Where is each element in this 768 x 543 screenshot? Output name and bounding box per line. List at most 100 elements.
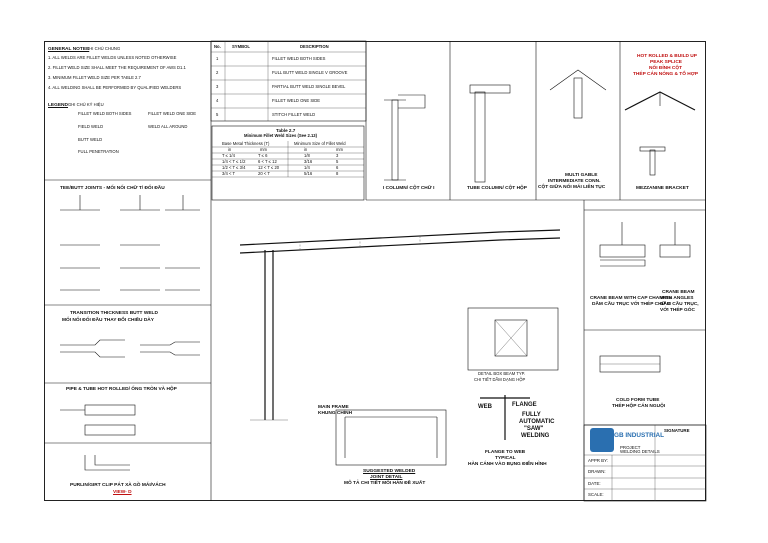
table27-title: Table 2.7	[276, 128, 296, 133]
symbol-row-no: 3	[216, 84, 219, 89]
cold-form-title: COLD FORM TUBE	[616, 398, 660, 403]
table27-unit: in	[304, 147, 308, 152]
table27-subtitle: Minimum Fillet Weld Sizes (See 2.13)	[244, 133, 317, 138]
web-label: WEB	[478, 404, 492, 410]
general-note-line: 3. MINIMUM FILLET WELD SIZE PER TABLE 2.…	[48, 75, 141, 80]
fully-auto-label: FULLY	[522, 412, 541, 418]
hot-rolled-title-vn: NỐI ĐỈNH CỘT	[649, 66, 683, 71]
transition-title-vn: MỐI NỐI ĐỐI ĐẦU THAY ĐỔI CHIỀU DÀY	[62, 318, 154, 323]
drawing-frame	[44, 41, 706, 501]
signature-label: SIGNATURE	[664, 428, 690, 433]
table27-cell: 20 < T	[258, 171, 270, 176]
symbol-row-desc: FILLET WELD ONE SIDE	[272, 98, 321, 103]
table27-cell: 3/4 < T	[222, 171, 236, 176]
symbol-row-no: 5	[216, 112, 219, 117]
mezzanine-title: MEZZANINE BRACKET	[636, 186, 689, 191]
general-notes-title-vn: GHI CHÚ CHUNG	[86, 46, 121, 51]
general-note-line: 1. ALL WELDS ARE FILLET WELDS UNLESS NOT…	[48, 55, 177, 60]
table27-cell: 6 < T ≤ 12	[258, 159, 277, 164]
crane-angle-title2: WITH ANGLES	[660, 296, 694, 301]
legend-item: FILLET WELD BOTH SIDES	[78, 111, 132, 116]
hot-rolled-title: HOT ROLLED & BUILD UP	[637, 54, 697, 59]
table27-unit: mm	[336, 147, 343, 152]
legend-title-vn: GHI CHÚ KÝ HIỆU	[68, 102, 104, 107]
i-column-title: I COLUMN/ CỘT CHỮ I	[383, 186, 435, 191]
fully-auto-label3: "SAW"	[524, 426, 544, 432]
table27-cell: 6	[336, 165, 339, 170]
crane-angle-title-vn2: VỚI THÉP GÓC	[660, 308, 695, 313]
detail-box-label: DETAIL BOX BEAM TYP.	[478, 371, 526, 376]
general-notes-title: GENERAL NOTES	[48, 47, 90, 52]
multi-gable-title-vn: CỘT GIỮA NỐI MÁI LIÊN TỤC	[538, 185, 606, 190]
multi-gable-title: MULTI GABLE	[565, 173, 598, 178]
hot-rolled-title2: PEAK SPLICE	[650, 60, 682, 65]
company-name: GB INDUSTRIAL	[614, 432, 665, 439]
view-d-label: VIEW- D	[113, 490, 132, 495]
tube-column-title: TUBE COLUMN/ CỘT HỘP	[467, 186, 527, 191]
crane-angle-title: CRANE BEAM	[662, 290, 695, 295]
table27-unit: in	[228, 147, 232, 152]
tee-butt-title: TEE/BUTT JOINTS - MỐI NỐI CHỮ T/ ĐỐI ĐẦU	[60, 186, 165, 191]
cold-form-title-vn: THÉP HỘP CÁN NGUỘI	[612, 404, 666, 409]
suggested-title-vn: MÔ TẢ CHI TIẾT MỐI HÀN ĐỀ XUẤT	[344, 481, 426, 486]
symbols-header-symbol: SYMBOL	[232, 44, 250, 49]
main-frame-title-vn: KHUNG CHÍNH	[318, 411, 353, 416]
crane-cap-title-vn: DẦM CẦU TRỤC VỚI THÉP CHỮ C	[592, 302, 671, 307]
date-label: DATE:	[588, 481, 601, 486]
drawing-title: WELDING DETAILS	[620, 449, 660, 454]
table27-cell: 1/8	[304, 153, 310, 158]
crane-cap-title: CRANE BEAM WITH CAP CHANNEL	[590, 296, 673, 301]
suggested-title: SUGGESTED WELDED	[363, 469, 416, 474]
table27-cell: 5/16	[304, 171, 313, 176]
flange-web-title2: TYPICAL	[495, 456, 516, 461]
legend-title: LEGEND	[48, 103, 68, 108]
symbol-row-no: 1	[216, 56, 219, 61]
table27-cell: T ≤ 6	[258, 153, 268, 158]
symbol-row-desc: STITCH FILLET WELD	[272, 112, 316, 117]
legend-item: BUTT WELD	[78, 137, 103, 142]
table27-cell: 3/16	[304, 159, 313, 164]
table27-cell: 1/4 < T ≤ 1/2	[222, 159, 246, 164]
approved-label: APPR BY:	[588, 458, 609, 463]
symbol-row-no: 4	[216, 98, 219, 103]
table27-cell: 3	[336, 153, 339, 158]
scale-label: SCALE:	[588, 492, 604, 497]
drawn-label: DRAWN:	[588, 469, 606, 474]
symbol-row-desc: PARTIAL BUTT WELD SINGLE BEVEL	[272, 84, 346, 89]
symbol-row-desc: FILLET WELD BOTH SIDES	[272, 56, 326, 61]
purlin-clip-title: PURLIN/GIRT CLIP PÁT XÀ GỒ MÁI/VÁCH	[70, 483, 166, 488]
crane-angle-title-vn: DẦM CẦU TRỤC,	[660, 302, 699, 307]
table27-col1: Base Metal Thickness (T)	[222, 141, 270, 146]
project-label: PROJECT	[620, 445, 641, 450]
general-note-line: 4. ALL WELDING SHALL BE PERFORMED BY QUA…	[48, 85, 182, 90]
table27-cell: 12 < T ≤ 20	[258, 165, 280, 170]
multi-gable-title2: INTERMEDIATE CONN.	[548, 179, 601, 184]
detail-box-label-vn: CHI TIẾT DẦM DẠNG HỘP	[474, 377, 526, 382]
table27-cell: 1/2 < T ≤ 3/4	[222, 165, 246, 170]
pipe-tube-title: PIPE & TUBE HOT ROLLED/ ỐNG TRÒN VÀ HỘP	[66, 387, 177, 392]
table27-col2: Minimum Size of Fillet Weld	[294, 141, 346, 146]
company-logo-icon	[590, 428, 614, 452]
symbol-row-no: 2	[216, 70, 219, 75]
transition-title: TRANSITION THICKNESS BUTT WELD	[70, 311, 158, 316]
symbols-header-no: No.	[214, 44, 221, 49]
legend-item: WELD ALL AROUND	[148, 124, 188, 129]
flange-web-title-vn: HÀN CÁNH VÀO BỤNG ĐIỂN HÌNH	[468, 462, 547, 467]
table27-unit: mm	[260, 147, 267, 152]
fully-auto-label2: AUTOMATIC	[519, 419, 555, 425]
symbol-row-desc: FULL BUTT WELD SINGLE V GROOVE	[272, 70, 348, 75]
table27-cell: T ≤ 1/4	[222, 153, 235, 158]
legend-item: FILLET WELD ONE SIDE	[148, 111, 197, 116]
general-note-line: 2. FILLET WELD SIZE SHALL MEET THE REQUI…	[48, 65, 186, 70]
main-frame-title: MAIN FRAME	[318, 405, 349, 410]
legend-item: FULL PENETRATION	[78, 149, 119, 154]
table27-cell: 5	[336, 159, 339, 164]
table27-cell: 1/4	[304, 165, 310, 170]
hot-rolled-title-vn2: THÉP CÁN NÓNG & TỔ HỢP	[633, 72, 699, 77]
fully-auto-label4: WELDING	[521, 433, 550, 439]
symbols-header-description: DESCRIPTION	[300, 44, 329, 49]
legend-item: FIELD WELD	[78, 124, 104, 129]
flange-label: FLANGE	[512, 402, 537, 408]
